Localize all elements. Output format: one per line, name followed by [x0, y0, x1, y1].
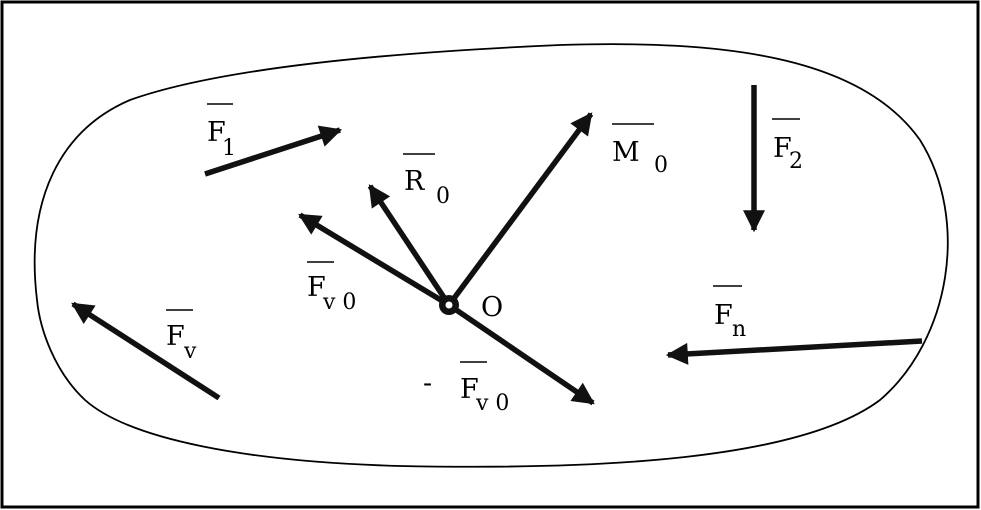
svg-text:0: 0	[654, 153, 668, 178]
label-m0: M 0	[612, 123, 668, 178]
vector-fv0	[298, 212, 451, 308]
vector-m0	[446, 112, 594, 307]
svg-text:1: 1	[222, 136, 236, 161]
vector-f1	[204, 125, 343, 177]
svg-text:F: F	[714, 300, 733, 331]
label-fv: F v	[166, 309, 197, 364]
svg-text:F: F	[166, 321, 185, 352]
label-r0: R 0	[403, 153, 450, 209]
svg-text:0: 0	[436, 184, 450, 209]
label-neg-fv0: - F v 0	[423, 361, 509, 416]
svg-text:F: F	[207, 117, 226, 148]
svg-text:v 0: v 0	[475, 391, 509, 416]
label-f1: F 1	[207, 103, 236, 161]
svg-text:v 0: v 0	[322, 290, 356, 315]
body-outline	[33, 43, 949, 468]
svg-text:v: v	[183, 339, 197, 364]
svg-text:F: F	[307, 272, 326, 303]
vector-neg-fv0	[447, 302, 595, 406]
label-fn: F n	[713, 285, 746, 342]
vector-fv	[71, 301, 221, 401]
vector-fn	[665, 338, 923, 365]
svg-text:M: M	[612, 137, 640, 168]
origin-point-center	[445, 301, 453, 309]
svg-text:-: -	[423, 368, 432, 399]
label-fv0: F v 0	[307, 261, 356, 315]
svg-text:2: 2	[789, 149, 803, 174]
label-origin: O	[481, 292, 503, 323]
svg-text:F: F	[460, 374, 479, 405]
svg-text:F: F	[773, 133, 792, 164]
vector-r0	[367, 184, 452, 307]
svg-text:R: R	[404, 166, 425, 197]
svg-text:n: n	[732, 317, 746, 342]
label-f2: F 2	[772, 118, 803, 174]
